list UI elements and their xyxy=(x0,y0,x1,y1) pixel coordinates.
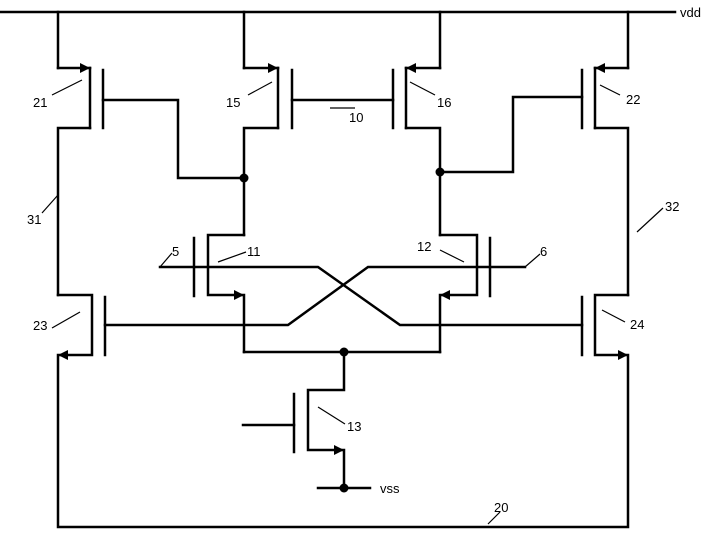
vss-label: vss xyxy=(380,481,400,496)
leader-lines xyxy=(41,79,664,525)
vss-node xyxy=(316,483,372,493)
label-16: 16 xyxy=(437,95,451,110)
label-32: 32 xyxy=(665,199,679,214)
label-23: 23 xyxy=(33,318,47,333)
transistor-11 xyxy=(158,233,584,354)
label-15: 15 xyxy=(226,95,240,110)
transistor-21 xyxy=(56,63,246,297)
label-12: 12 xyxy=(417,239,431,254)
vdd-rail xyxy=(0,10,677,70)
label-20: 20 xyxy=(494,500,508,515)
transistor-13 xyxy=(241,350,346,490)
label-24: 24 xyxy=(630,317,644,332)
label-21: 21 xyxy=(33,95,47,110)
transistor-22 xyxy=(438,63,630,297)
transistor-24 xyxy=(580,295,628,360)
transistor-12 xyxy=(103,233,527,354)
label-13: 13 xyxy=(347,419,361,434)
transistor-16 xyxy=(391,63,442,237)
label-11: 11 xyxy=(247,244,261,259)
label-22: 22 xyxy=(626,92,640,107)
label-10: 10 xyxy=(349,110,363,125)
label-5: 5 xyxy=(172,244,179,259)
node-dot-right xyxy=(435,167,445,177)
node-dot-left xyxy=(239,173,249,183)
label-6: 6 xyxy=(540,244,547,259)
vdd-label: vdd xyxy=(680,5,701,20)
transistor-23 xyxy=(56,293,630,529)
transistor-15 xyxy=(242,63,294,237)
label-31: 31 xyxy=(27,212,41,227)
